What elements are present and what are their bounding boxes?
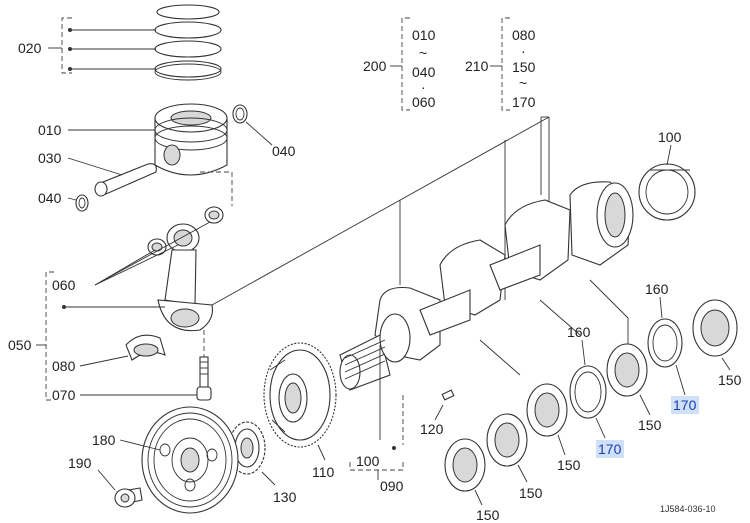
rod-bolt[interactable]: [196, 356, 212, 401]
group200-item-0: 010: [412, 27, 436, 43]
label-030[interactable]: 030: [38, 150, 62, 166]
group200-item-2: 040: [412, 64, 436, 80]
label-100-top[interactable]: 100: [658, 129, 682, 145]
leader-120: [434, 404, 444, 421]
label-170-right[interactable]: 170: [673, 397, 697, 413]
highlight-170-mid: [596, 440, 624, 458]
leader-150d: [517, 464, 528, 483]
leader-100a: [666, 144, 672, 166]
label-190[interactable]: 190: [68, 455, 92, 471]
leader-040a: [67, 197, 77, 201]
leader-110: [317, 444, 326, 461]
label-100-bottom[interactable]: 100: [356, 453, 380, 469]
label-090[interactable]: 090: [380, 478, 404, 494]
group210-item-1: ·: [521, 43, 526, 59]
leader-190: [97, 469, 116, 491]
group210-item-0: 080: [512, 27, 536, 43]
thrust-washer-mid[interactable]: [569, 365, 607, 419]
circlip-right[interactable]: [232, 104, 248, 124]
pulley-bolt[interactable]: [114, 487, 143, 508]
group210-label[interactable]: 210: [465, 58, 489, 74]
label-060[interactable]: 060: [52, 277, 76, 293]
highlight-170-right: [671, 396, 699, 414]
ref-line-g: [479, 339, 521, 376]
main-bearing-lower[interactable]: [486, 413, 528, 467]
crank-pulley[interactable]: [141, 406, 239, 514]
label-170-mid[interactable]: 170: [598, 441, 622, 457]
label-020[interactable]: 020: [18, 40, 42, 56]
ref-line-f: [589, 279, 629, 319]
leader-060c: [94, 221, 211, 286]
main-bearing-mid-right[interactable]: [606, 343, 648, 397]
group090-bracket: [349, 462, 404, 471]
leader-060b: [94, 244, 179, 286]
rod-bearing[interactable]: [125, 334, 166, 361]
piston-rings[interactable]: [154, 4, 222, 81]
ring-bracket: [61, 17, 72, 74]
leader-160b: [581, 339, 586, 366]
leader-030: [67, 157, 123, 176]
leader-170a: [675, 364, 686, 396]
piston[interactable]: [154, 103, 228, 176]
leader-040b: [245, 121, 273, 146]
label-040-right[interactable]: 040: [272, 143, 296, 159]
diagram-code: 1J584-036-10: [660, 504, 716, 514]
label-150-lower[interactable]: 150: [519, 485, 543, 501]
main-bearing-bottom[interactable]: [444, 438, 486, 492]
label-010[interactable]: 010: [38, 122, 62, 138]
leader-150b: [639, 394, 651, 416]
main-bearing-top[interactable]: [638, 163, 696, 221]
leader-080: [79, 355, 129, 367]
leader-180: [119, 439, 161, 451]
rod-bracket: [45, 271, 54, 401]
label-180[interactable]: 180: [92, 432, 116, 448]
group210-item-4: 170: [512, 94, 536, 110]
piston-link: [200, 171, 233, 206]
label-080[interactable]: 080: [52, 358, 76, 374]
group200-item-1: ~: [419, 45, 427, 61]
label-120[interactable]: 120: [420, 421, 444, 437]
group200-item-4: 060: [412, 94, 436, 110]
connecting-rod[interactable]: [157, 223, 214, 332]
leader-150e: [474, 489, 483, 506]
rod-reference-line: [211, 116, 550, 306]
label-160-right[interactable]: 160: [645, 281, 669, 297]
leader-150a: [721, 357, 731, 371]
group200-label[interactable]: 200: [363, 58, 387, 74]
label-040-left[interactable]: 040: [38, 190, 62, 206]
leader-170b: [595, 417, 606, 439]
leader-150c: [557, 434, 566, 456]
label-150-mid-right[interactable]: 150: [638, 417, 662, 433]
main-bearing-center[interactable]: [526, 383, 568, 437]
label-150-bottom[interactable]: 150: [476, 507, 500, 523]
thrust-washer-right[interactable]: [647, 318, 683, 368]
label-110[interactable]: 110: [312, 464, 335, 480]
piston-pin[interactable]: [94, 163, 157, 197]
group210-item-2: 150: [512, 59, 536, 75]
key[interactable]: [441, 389, 455, 401]
label-150-center[interactable]: 150: [557, 457, 581, 473]
label-160-mid[interactable]: 160: [567, 324, 591, 340]
label-130[interactable]: 130: [273, 489, 297, 505]
label-150-far-right[interactable]: 150: [718, 372, 742, 388]
circlip-left[interactable]: [75, 194, 89, 212]
label-050[interactable]: 050: [8, 337, 32, 353]
label-070[interactable]: 070: [52, 387, 76, 403]
small-end-bushing-right[interactable]: [204, 206, 224, 224]
leader-130: [261, 471, 276, 486]
group210-bracket: [501, 17, 510, 111]
leader-160a: [659, 296, 663, 319]
main-bearing-far-right[interactable]: [692, 299, 738, 357]
crankshaft[interactable]: [339, 181, 634, 391]
group200-bracket: [401, 17, 410, 111]
group210-item-3: ~: [519, 75, 527, 91]
crank-gear[interactable]: [263, 342, 337, 448]
group200-item-3: ·: [421, 79, 426, 95]
ref-line-h: [539, 299, 581, 336]
